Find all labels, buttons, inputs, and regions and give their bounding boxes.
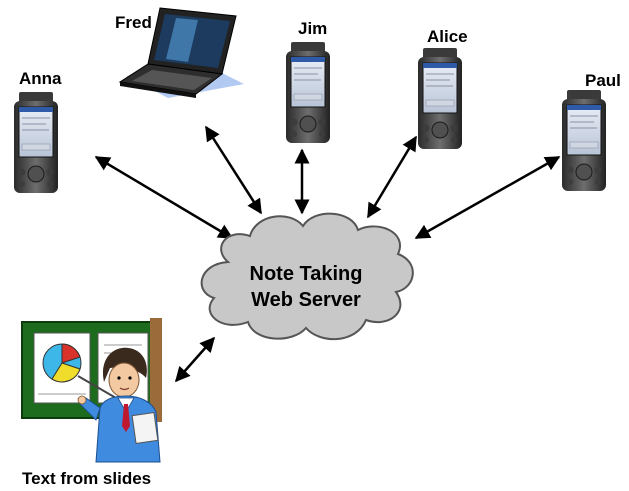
presenter-figure-icon xyxy=(77,347,161,463)
client-label-alice: Alice xyxy=(427,27,468,46)
pda-icon xyxy=(13,91,59,194)
client-anna: Anna xyxy=(13,69,62,194)
client-label-anna: Anna xyxy=(19,69,62,88)
client-label-paul: Paul xyxy=(585,71,621,90)
server-label-line1: Note Taking xyxy=(250,263,363,285)
connections xyxy=(94,125,561,383)
pda-icon xyxy=(417,47,463,150)
cloud-shape xyxy=(200,212,414,341)
pie-chart-icon xyxy=(42,343,82,383)
presenter: Text from slides xyxy=(21,318,162,488)
arrow-paul-server xyxy=(414,155,561,240)
client-fred: Fred xyxy=(115,7,244,98)
server-cloud: Note Taking Web Server xyxy=(200,212,414,341)
client-jim: Jim xyxy=(285,19,331,144)
arrow-fred-server xyxy=(204,125,263,215)
arrow-anna-server xyxy=(94,155,234,240)
client-label-fred: Fred xyxy=(115,13,152,32)
client-alice: Alice xyxy=(417,27,468,150)
client-label-jim: Jim xyxy=(298,19,327,38)
pda-icon xyxy=(561,89,607,192)
arrow-presenter-server xyxy=(175,336,215,383)
presenter-caption: Text from slides xyxy=(22,469,151,488)
server-label-line2: Web Server xyxy=(251,289,361,311)
pda-icon xyxy=(285,41,331,144)
laptop-icon xyxy=(118,7,244,98)
client-paul: Paul xyxy=(561,71,621,192)
arrow-alice-server xyxy=(366,135,418,219)
